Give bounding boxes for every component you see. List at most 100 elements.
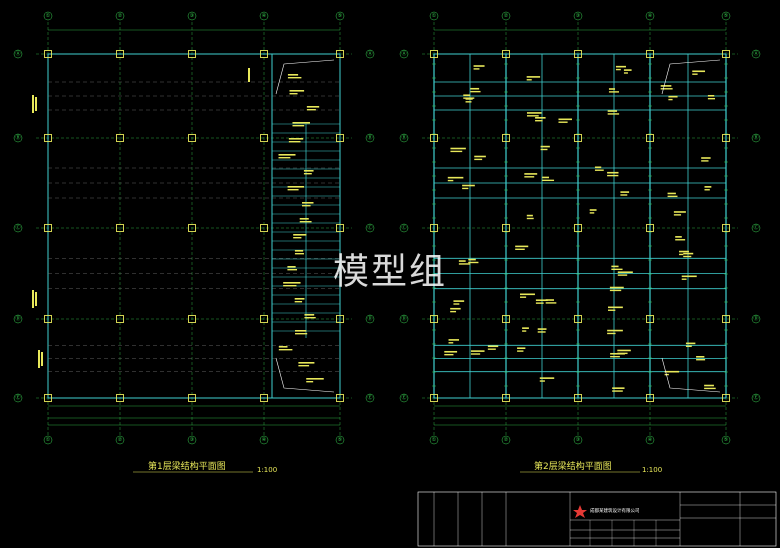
axis-bubble: ⑤ bbox=[721, 11, 731, 21]
beam-annotation-text bbox=[287, 269, 298, 271]
right-plan-scale: 1:100 bbox=[642, 466, 662, 474]
beam-annotation-text bbox=[287, 266, 296, 268]
axis-bubble-label: Ⓐ bbox=[753, 50, 758, 57]
axis-bubble: Ⓔ bbox=[751, 393, 761, 403]
beam-annotation-text bbox=[450, 310, 457, 313]
beam-annotation-text bbox=[304, 317, 316, 319]
beam-annotation-text bbox=[615, 65, 626, 68]
beam-annotation-text bbox=[303, 173, 312, 175]
beam-annotation-text bbox=[473, 65, 485, 67]
axis-bubble-label: ⑤ bbox=[338, 13, 342, 19]
beam-annotation-text bbox=[673, 211, 686, 213]
beam-annotation-text bbox=[294, 298, 305, 300]
beam-annotation-text bbox=[302, 205, 311, 207]
axis-bubble-circle bbox=[13, 133, 23, 143]
column bbox=[188, 134, 196, 142]
beam-annotation-text bbox=[295, 330, 307, 332]
beam-annotation-text bbox=[668, 95, 678, 98]
axis-bubble-label: ② bbox=[118, 437, 123, 443]
beam-annotation-text bbox=[450, 147, 466, 150]
axis-bubble-label: ① bbox=[46, 437, 51, 443]
beam-annotation-text bbox=[465, 101, 472, 103]
axis-bubble-label: Ⓓ bbox=[753, 315, 758, 322]
axis-bubble: Ⓑ bbox=[751, 133, 761, 143]
column bbox=[574, 394, 582, 402]
beam-annotation-text bbox=[288, 138, 304, 140]
axis-bubble-circle bbox=[115, 435, 125, 445]
column bbox=[44, 134, 52, 142]
beam-annotation-text bbox=[462, 187, 469, 190]
column bbox=[336, 50, 344, 58]
axis-bubble: ② bbox=[115, 435, 125, 445]
axis-bubble: ④ bbox=[645, 435, 655, 445]
beam-annotation-text bbox=[539, 380, 545, 382]
beam-annotation-text bbox=[278, 346, 288, 348]
beam-annotation-text bbox=[535, 299, 548, 302]
axis-bubble-label: Ⓑ bbox=[753, 134, 758, 141]
beam-annotation-text bbox=[306, 109, 316, 111]
column bbox=[574, 134, 582, 142]
beam-annotation-text bbox=[463, 97, 475, 99]
axis-bubble-circle bbox=[399, 393, 409, 403]
beam-annotation-text bbox=[32, 290, 34, 308]
axis-bubble-label: ② bbox=[504, 437, 509, 443]
column bbox=[574, 50, 582, 58]
axis-bubble: Ⓒ bbox=[365, 223, 375, 233]
axis-bubble-circle bbox=[365, 49, 375, 59]
axis-bubble: Ⓐ bbox=[365, 49, 375, 59]
beam-annotation-text bbox=[673, 214, 682, 216]
beam-annotation-text bbox=[608, 88, 616, 90]
column bbox=[722, 224, 730, 232]
company-name: 成都某建筑设计有限公司 bbox=[590, 507, 640, 514]
axis-bubble-label: Ⓓ bbox=[15, 315, 20, 322]
beam-annotation-text bbox=[283, 282, 301, 284]
beam-annotation-text bbox=[660, 88, 673, 90]
column bbox=[260, 50, 268, 58]
column bbox=[44, 50, 52, 58]
beam-annotation-text bbox=[607, 332, 616, 335]
column bbox=[260, 224, 268, 232]
left-plan-title: 第1层梁结构平面图 bbox=[148, 460, 226, 472]
axis-bubble-circle bbox=[721, 435, 731, 445]
column bbox=[44, 394, 52, 402]
axis-bubble: ⑤ bbox=[721, 435, 731, 445]
beam-annotation-text bbox=[287, 77, 302, 79]
beam-annotation-text bbox=[608, 306, 623, 309]
stair-outline bbox=[275, 59, 335, 95]
beam-annotation-text bbox=[520, 293, 535, 296]
column bbox=[502, 224, 510, 232]
beam-annotation-text bbox=[526, 76, 541, 78]
beam-annotation-text bbox=[692, 70, 706, 73]
axis-bubble-circle bbox=[13, 314, 23, 324]
beam-annotation-text bbox=[704, 387, 716, 390]
axis-bubble: Ⓓ bbox=[365, 314, 375, 324]
axis-bubble-label: ③ bbox=[190, 13, 194, 19]
axis-bubble-circle bbox=[365, 223, 375, 233]
beam-annotation-text bbox=[298, 362, 315, 364]
axis-bubble: Ⓒ bbox=[399, 223, 409, 233]
beam-annotation-text bbox=[540, 145, 550, 148]
beam-annotation-text bbox=[704, 384, 714, 387]
beam-annotation-text bbox=[607, 171, 619, 174]
axis-bubble: Ⓔ bbox=[399, 393, 409, 403]
beam-annotation-text bbox=[607, 110, 618, 112]
axis-bubble-circle bbox=[335, 11, 345, 21]
axis-bubble-circle bbox=[721, 11, 731, 21]
axis-bubble-circle bbox=[501, 11, 511, 21]
column bbox=[116, 134, 124, 142]
beam-annotation-text bbox=[617, 274, 628, 276]
beam-annotation-text bbox=[615, 68, 621, 71]
column bbox=[646, 315, 654, 323]
axis-bubble-label: Ⓐ bbox=[401, 50, 406, 57]
beam-annotation-text bbox=[701, 157, 711, 159]
beam-annotation-text bbox=[468, 258, 476, 261]
axis-bubble-label: ④ bbox=[262, 437, 267, 443]
column bbox=[646, 224, 654, 232]
column bbox=[116, 224, 124, 232]
axis-bubble-label: Ⓒ bbox=[401, 224, 406, 231]
column bbox=[188, 50, 196, 58]
beam-annotation-text bbox=[522, 330, 527, 332]
axis-bubble: Ⓓ bbox=[399, 314, 409, 324]
beam-annotation-text bbox=[35, 292, 37, 306]
axis-bubble-circle bbox=[43, 11, 53, 21]
